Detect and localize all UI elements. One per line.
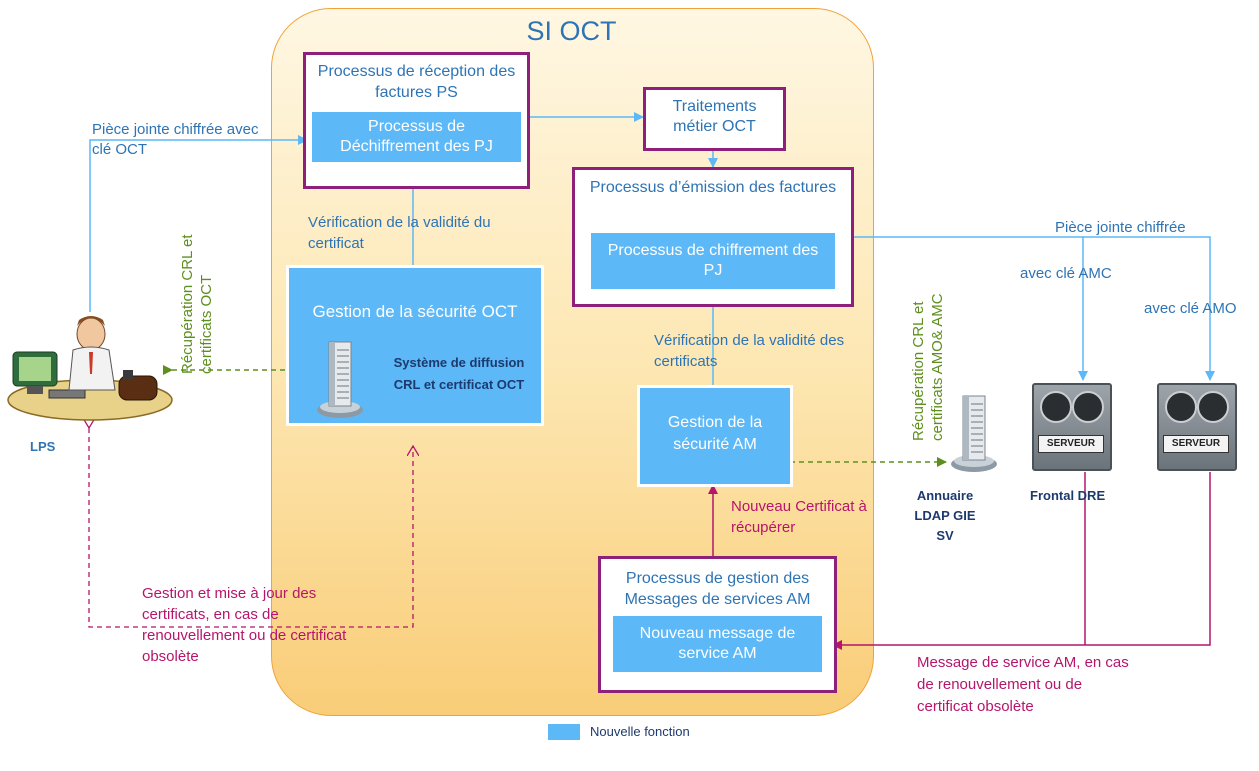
nouveau-certificat-label: Nouveau Certificat à récupérer <box>731 498 867 536</box>
piece-jointe-oct-label: Pièce jointe chiffrée avec clé OCT <box>92 121 259 158</box>
avec-cle-amo-label: avec clé AMO <box>1144 300 1237 317</box>
reception-process-box: Processus de réception des factures PS P… <box>303 52 530 189</box>
lps-label: LPS <box>30 439 56 454</box>
security-am-label: Gestion de la sécurité AM <box>667 414 763 453</box>
diffusion-system-label: Système de diffusion CRL et certificat O… <box>393 355 525 392</box>
security-oct-box: Gestion de la sécurité OCT Système de di… <box>286 265 544 426</box>
legend-label: Nouvelle fonction <box>590 724 690 739</box>
server-tower-icon <box>317 341 363 418</box>
amo-server-icon: SERVEUR <box>1157 383 1237 471</box>
user-at-desk-icon <box>7 316 173 421</box>
avec-cle-amc-label: avec clé AMC <box>1020 265 1112 282</box>
decryption-function-label: Processus de Déchiffrement des PJ <box>340 118 493 155</box>
emission-process-box: Processus d’émission des factures Proces… <box>572 167 854 307</box>
fan-icon <box>1072 391 1104 423</box>
messages-process-title: Processus de gestion des Messages de ser… <box>624 570 811 608</box>
new-message-function-box: Nouveau message de service AM <box>613 616 822 672</box>
verif-certificats-label: Vérification de la validité des certific… <box>654 332 845 370</box>
frontal-server-icon: SERVEUR <box>1032 383 1112 471</box>
si-oct-title: SI OCT <box>526 16 617 46</box>
serveur-label: SERVEUR <box>1163 435 1229 453</box>
arrow-emission-to-frontal <box>848 236 1088 381</box>
decryption-function-box: Processus de Déchiffrement des PJ <box>312 112 521 162</box>
reception-process-title: Processus de réception des factures PS <box>317 63 516 101</box>
messages-process-box: Processus de gestion des Messages de ser… <box>598 556 837 693</box>
encryption-function-label: Processus de chiffrement des PJ <box>607 242 819 279</box>
legend-swatch <box>548 724 580 740</box>
emission-process-title: Processus d’émission des factures <box>589 179 837 196</box>
message-service-am-label: Message de service AM, en cas de renouve… <box>917 654 1129 715</box>
fan-icon <box>1165 391 1197 423</box>
verif-certificat-label: Vérification de la validité du certifica… <box>308 214 491 252</box>
fan-icon <box>1197 391 1229 423</box>
serveur-label: SERVEUR <box>1038 435 1104 453</box>
gestion-maj-label: Gestion et mise à jour des certificats, … <box>142 585 347 665</box>
traitements-label: Traitements métier OCT <box>672 98 757 135</box>
traitements-box: Traitements métier OCT <box>643 87 786 151</box>
encryption-function-box: Processus de chiffrement des PJ <box>591 233 835 289</box>
ldap-server-icon <box>951 395 997 472</box>
piece-jointe-chiffree-label: Pièce jointe chiffrée <box>1055 219 1186 236</box>
annuaire-label: Annuaire LDAP GIE SV <box>914 488 976 543</box>
fan-icon <box>1040 391 1072 423</box>
arrow-servers-to-messages <box>832 472 1211 650</box>
security-oct-title: Gestion de la sécurité OCT <box>312 302 518 321</box>
arrow-emission-to-amo <box>1083 236 1215 381</box>
frontal-dre-label: Frontal DRE <box>1030 488 1106 503</box>
recup-crl-amo-amc-label: Récupération CRL et certificats AMO& AMC <box>910 293 946 441</box>
arrow-lps-to-reception <box>89 135 308 312</box>
security-am-box: Gestion de la sécurité AM <box>637 385 793 487</box>
recup-crl-oct-label: Récupération CRL et certificats OCT <box>179 234 215 374</box>
new-message-function-label: Nouveau message de service AM <box>639 625 796 662</box>
arrow-gestion-maj-loop <box>89 428 413 628</box>
